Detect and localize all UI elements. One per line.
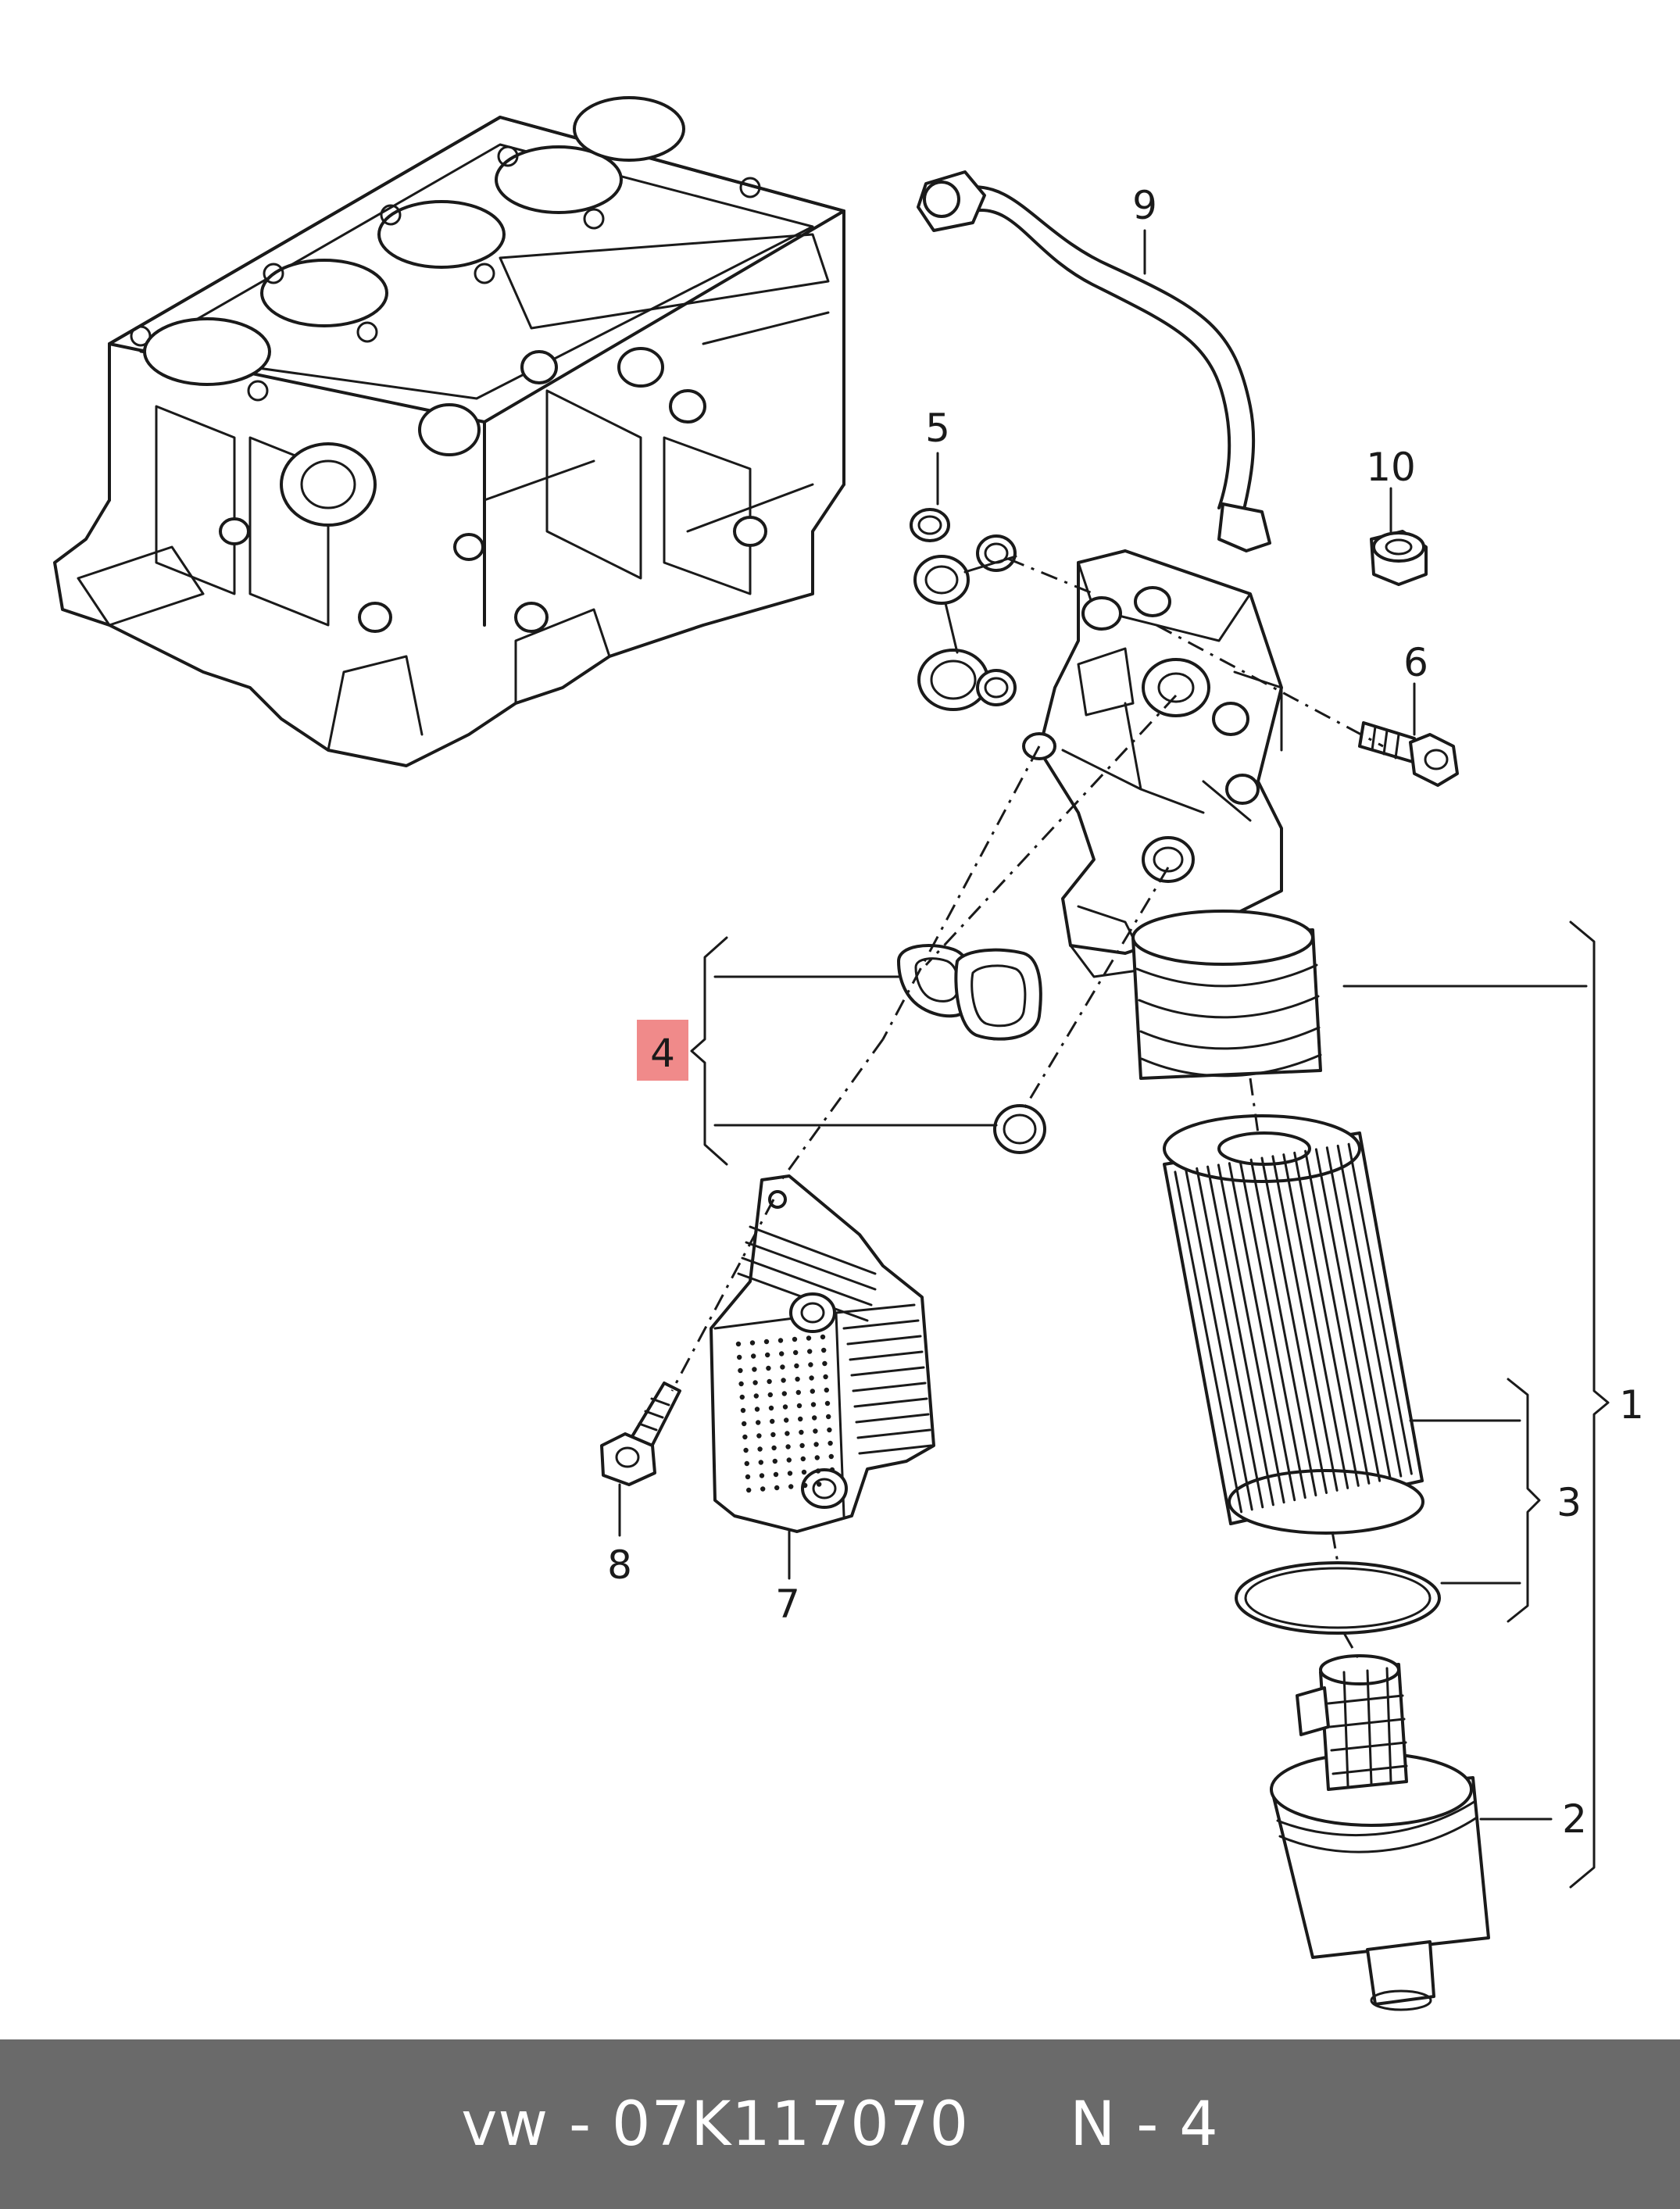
filter-housing-bracket: [1022, 549, 1322, 1080]
bolt-6: [1358, 721, 1459, 787]
footer-text: vw - 07K117070 N - 4: [461, 2089, 1219, 2160]
filter-element: [1163, 1114, 1424, 1535]
footer-part-number: 07K117070: [611, 2089, 970, 2160]
o-rings-5: [910, 508, 1017, 711]
filter-cap: [1270, 1654, 1490, 2011]
breather-hose: [917, 170, 1271, 552]
leader-lines: [618, 229, 1610, 1889]
callout-1: 1: [1619, 1382, 1644, 1428]
callout-7: 7: [775, 1582, 800, 1627]
sealing-ring: [1235, 1561, 1441, 1635]
footer-brand: vw: [461, 2089, 549, 2160]
gaskets-4: [897, 944, 1046, 1154]
callout-4: 4: [650, 1031, 675, 1076]
callout-9: 9: [1132, 183, 1157, 228]
engine-block: [53, 96, 845, 767]
footer-bar: vw - 07K117070 N - 4: [0, 2039, 1680, 2209]
footer-position: N - 4: [1070, 2089, 1219, 2160]
callout-5: 5: [925, 406, 950, 451]
callout-6: 6: [1403, 640, 1428, 685]
callout-8: 8: [607, 1542, 632, 1588]
nut: [1370, 530, 1428, 586]
parts-diagram: 4 1 2 3 5 6 7 8 9 10: [53, 96, 1644, 2011]
assembly-lines: [670, 557, 1384, 1661]
bolt-8: [600, 1382, 681, 1486]
callout-10: 10: [1366, 445, 1416, 490]
callout-4-highlight: [637, 1020, 688, 1081]
callout-3: 3: [1557, 1480, 1582, 1525]
callout-2: 2: [1562, 1796, 1587, 1842]
oil-cooler: [710, 1174, 935, 1533]
